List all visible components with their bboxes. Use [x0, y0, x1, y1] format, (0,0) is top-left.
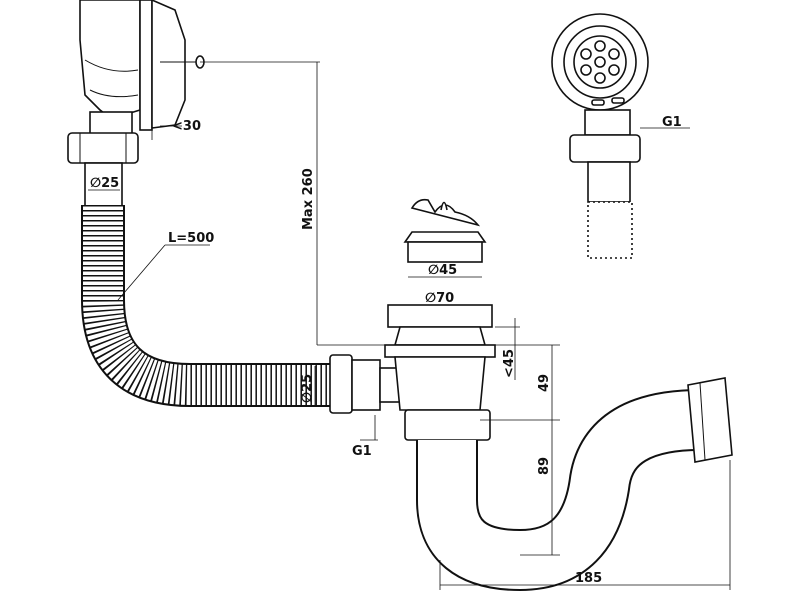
label-hose-diameter-top: ∅25	[90, 176, 119, 191]
label-flange-depth: <45	[502, 349, 517, 378]
label-thread-side: G1	[352, 444, 372, 459]
label-max-height: Max 260	[301, 168, 316, 230]
outlet-body	[384, 304, 496, 441]
label-plug-diameter: ∅45	[428, 263, 457, 278]
flexible-hose	[81, 205, 330, 407]
label-overflow-offset: <30	[172, 119, 201, 134]
label-thread-strainer: G1	[662, 115, 682, 130]
dimension-lines	[88, 61, 731, 590]
bottle-trap	[416, 377, 733, 592]
hose-nut-side	[329, 354, 401, 414]
label-trap-width: 185	[575, 571, 602, 586]
label-height-lower: 89	[537, 457, 552, 475]
overflow-head	[79, 0, 205, 135]
plug	[403, 198, 487, 263]
label-hose-length: L=500	[168, 231, 214, 246]
hose-nut-top	[67, 132, 139, 209]
label-hose-diameter-side: ∅25	[300, 374, 315, 403]
label-height-upper: 49	[537, 374, 552, 392]
label-flange-diameter: ∅70	[425, 291, 454, 306]
strainer-view	[551, 13, 649, 259]
